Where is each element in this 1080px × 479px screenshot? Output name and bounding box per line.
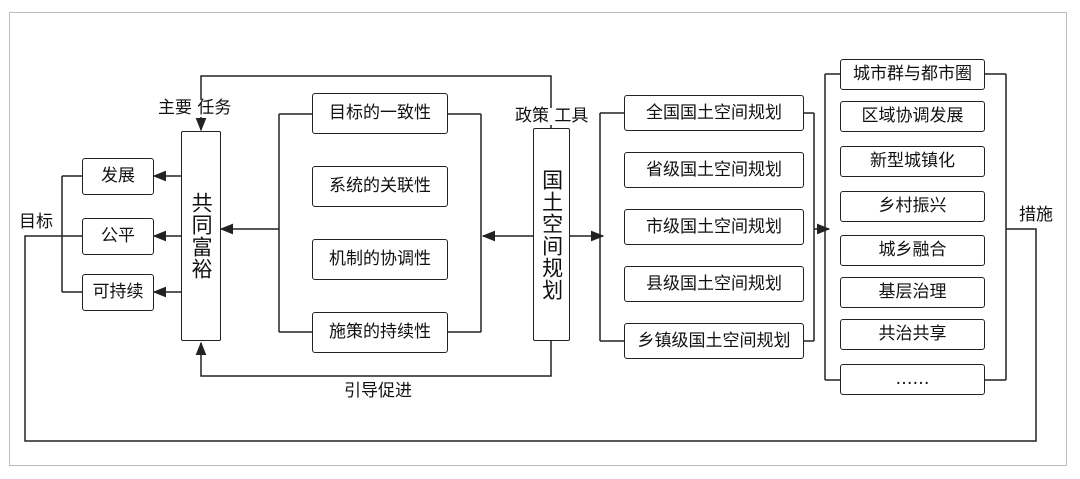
planning-level-township: 乡镇级国土空间规划 (624, 323, 804, 359)
planning-level-municipal: 市级国土空间规划 (624, 209, 804, 245)
measures-to-goals-loop (24, 228, 1037, 442)
measure-item: 乡村振兴 (840, 191, 985, 222)
measure-item: 新型城镇化 (840, 146, 985, 177)
national-spatial-planning-box: 国土空间规划 (533, 128, 570, 341)
goals-label: 目标 (18, 212, 54, 232)
property-mechanism-coordination: 机制的协调性 (312, 239, 448, 280)
measure-item: 共治共享 (840, 319, 985, 350)
measure-item: 城乡融合 (840, 235, 985, 266)
property-system-relevance: 系统的关联性 (312, 166, 448, 207)
measure-item: 城市群与都市圈 (840, 59, 985, 90)
property-policy-continuity: 施策的持续性 (312, 312, 448, 353)
measure-item: …… (840, 364, 985, 395)
goal-fairness: 公平 (82, 218, 154, 255)
measure-item: 区域协调发展 (840, 101, 985, 132)
planning-level-provincial: 省级国土空间规划 (624, 152, 804, 188)
guide-promote-label: 引导促进 (343, 381, 413, 401)
main-task-label: 主要 任务 (157, 98, 233, 118)
measure-item: 基层治理 (840, 277, 985, 308)
goal-sustainability: 可持续 (82, 274, 154, 311)
property-goal-consistency: 目标的一致性 (312, 93, 448, 134)
policy-tool-label: 政策 工具 (514, 106, 590, 126)
planning-level-national: 全国国土空间规划 (624, 95, 804, 131)
diagram-frame (9, 12, 1067, 466)
planning-level-county: 县级国土空间规划 (624, 266, 804, 302)
goal-development: 发展 (82, 158, 154, 195)
common-prosperity-box: 共同富裕 (181, 131, 221, 341)
measures-label: 措施 (1018, 205, 1054, 225)
guide-promote-loop (195, 341, 552, 377)
